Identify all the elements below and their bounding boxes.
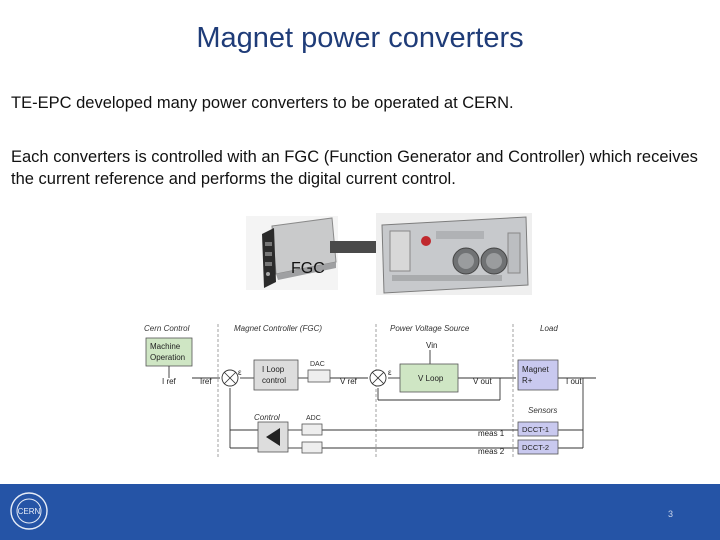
fgc-unit-image — [246, 216, 338, 290]
block-v-loop: V Loop — [418, 374, 444, 383]
footer-bar — [0, 484, 720, 540]
signal-v-out: V out — [473, 377, 492, 386]
label-cern-control: Cern Control — [144, 324, 190, 333]
svg-text:CERN: CERN — [18, 507, 41, 516]
label-control: Control — [254, 413, 280, 422]
signal-v-ref: V ref — [340, 377, 358, 386]
block-dcct2: DCCT-2 — [522, 443, 549, 452]
signal-meas2: meas 2 — [478, 447, 505, 456]
block-machine-line1: Machine — [150, 342, 181, 351]
signal-eps1: ε — [238, 368, 242, 377]
block-i-loop-line1: I Loop — [262, 365, 285, 374]
block-dcct1: DCCT-1 — [522, 425, 549, 434]
block-machine-line2: Operation — [150, 353, 185, 362]
label-sensors: Sensors — [528, 406, 557, 415]
label-adc: ADC — [306, 415, 321, 422]
label-magnet-controller: Magnet Controller (FGC) — [234, 324, 322, 333]
block-magnet-line1: Magnet — [522, 365, 549, 374]
paragraph-fgc-description: Each converters is controlled with an FG… — [11, 148, 698, 188]
label-load: Load — [540, 324, 558, 333]
block-magnet-line2: R+ — [522, 376, 533, 385]
fgc-label: FGC — [291, 260, 325, 277]
label-vin: Vin — [426, 341, 437, 350]
control-block-diagram: Cern Control Magnet Controller (FGC) Pow… — [144, 324, 596, 458]
slide-number: 3 — [668, 509, 674, 519]
signal-i-ref: I ref — [162, 377, 177, 386]
label-dac: DAC — [310, 361, 325, 368]
power-converter-image — [376, 213, 532, 295]
slide-title: Magnet power converters — [196, 22, 524, 54]
signal-i-out: I out — [566, 377, 582, 386]
signal-meas1: meas 1 — [478, 429, 505, 438]
cern-logo-icon: CERN — [10, 492, 48, 530]
signal-iref: Iref — [200, 377, 212, 386]
signal-eps2: ε — [388, 368, 392, 377]
label-power-voltage-source: Power Voltage Source — [390, 324, 470, 333]
block-i-loop-line2: control — [262, 376, 286, 385]
paragraph-intro: TE-EPC developed many power converters t… — [11, 94, 514, 112]
